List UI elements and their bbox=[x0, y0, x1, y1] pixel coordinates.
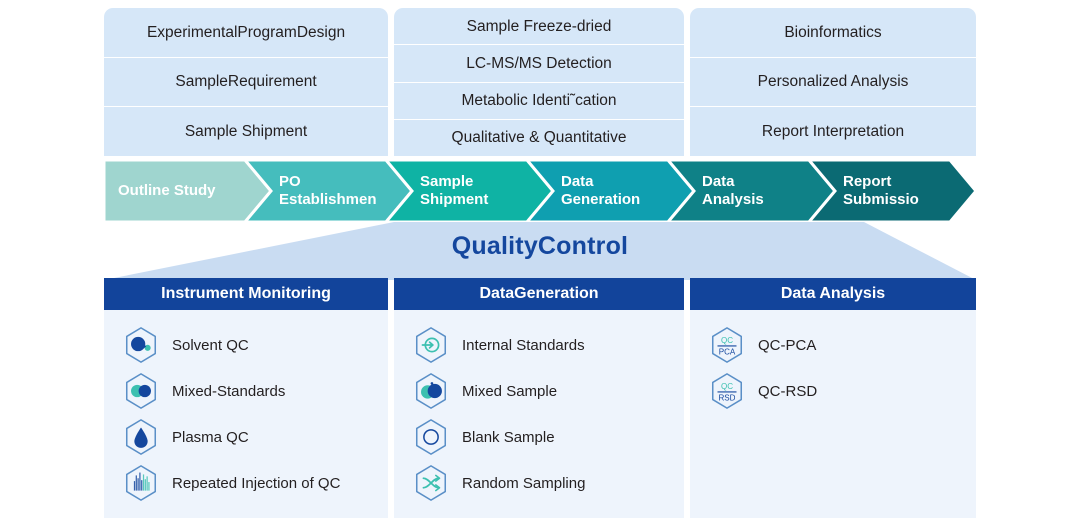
shuffle-arrows-icon bbox=[412, 464, 450, 502]
list-item: Repeated Injection of QC bbox=[122, 460, 388, 506]
chromatogram-bars-icon bbox=[122, 464, 160, 502]
process-step-label: Shipment bbox=[420, 191, 489, 208]
card-row: Personalized Analysis bbox=[690, 58, 976, 108]
arrow-into-circle-icon bbox=[412, 326, 450, 364]
process-step-label: Data bbox=[702, 172, 735, 190]
quality-control-title: QualityControl bbox=[451, 232, 629, 260]
process-step-shape bbox=[384, 160, 555, 222]
process-step-label: Submissio bbox=[843, 191, 919, 208]
qc-column-header: Instrument Monitoring bbox=[104, 278, 389, 310]
svg-text:QC: QC bbox=[721, 336, 733, 345]
process-step[interactable]: Outline Study bbox=[118, 160, 249, 222]
two-circles-icon bbox=[122, 372, 160, 410]
list-item: Internal Standards bbox=[412, 322, 684, 368]
process-step-label: Data bbox=[561, 172, 594, 190]
process-step-shape bbox=[525, 160, 696, 222]
card-row: Metabolic Identi˜cation bbox=[394, 83, 684, 120]
card-row: SampleRequirement bbox=[104, 58, 389, 108]
card-row: Sample Freeze-dried bbox=[394, 8, 684, 46]
svg-text:RSD: RSD bbox=[718, 394, 735, 403]
qc-item-label: Blank Sample bbox=[462, 428, 555, 446]
list-item: Plasma QC bbox=[122, 414, 388, 460]
qc-column-items: Internal Standards Mixed Sample Blank Sa… bbox=[394, 310, 684, 518]
qc-column-data-generation: DataGeneration Internal Standards Mixed … bbox=[394, 278, 684, 518]
overlapping-circles-icon bbox=[412, 372, 450, 410]
solvent-droplets-icon bbox=[122, 326, 160, 364]
qc-item-label: Mixed-Standards bbox=[172, 382, 286, 400]
list-item: Solvent QC bbox=[122, 322, 388, 368]
list-item: QC RSD QC-RSD bbox=[708, 368, 976, 414]
process-step-label: Establishmen bbox=[279, 191, 377, 208]
process-step-label: Analysis bbox=[702, 191, 764, 208]
card-row: Qualitative & Quantitative bbox=[451, 129, 627, 147]
qc-item-label: Repeated Injection of QC bbox=[172, 474, 341, 492]
process-step-shape bbox=[807, 160, 976, 222]
svg-text:QC: QC bbox=[721, 382, 733, 391]
quality-control-panel: Instrument Monitoring Solvent QC Mixed-S… bbox=[104, 278, 976, 518]
empty-circle-icon bbox=[412, 418, 450, 456]
process-step-label: Generation bbox=[561, 191, 641, 208]
qc-rsd-fraction-icon: QC RSD bbox=[708, 372, 746, 410]
process-step-label: Report bbox=[843, 172, 892, 190]
qc-column-instrument-monitoring: Instrument Monitoring Solvent QC Mixed-S… bbox=[104, 278, 389, 518]
droplet-icon bbox=[122, 418, 160, 456]
workflow-top-cards: ExperimentalProgramDesign SampleRequirem… bbox=[104, 8, 976, 156]
list-item: Mixed Sample bbox=[412, 368, 684, 414]
qc-item-label: Internal Standards bbox=[462, 336, 585, 354]
process-step-shape bbox=[243, 160, 414, 222]
qc-column-header: Data Analysis bbox=[690, 278, 976, 310]
list-item: Blank Sample bbox=[412, 414, 684, 460]
card-detection: Sample Freeze-dried LC-MS/MS Detection M… bbox=[394, 8, 684, 156]
qc-item-label: QC-RSD bbox=[758, 382, 818, 400]
process-step-shape bbox=[666, 160, 837, 222]
svg-text:PCA: PCA bbox=[719, 348, 736, 357]
process-step-label: Outline Study bbox=[118, 181, 216, 199]
card-row: Sample Shipment bbox=[184, 123, 308, 141]
card-analysis: Bioinformatics Personalized Analysis Rep… bbox=[690, 8, 976, 156]
card-experimental-design: ExperimentalProgramDesign SampleRequirem… bbox=[104, 8, 389, 156]
qc-column-items: QC PCA QC-PCA QC RSD QC-RSD bbox=[690, 310, 976, 518]
qc-column-items: Solvent QC Mixed-Standards Plasma QC Rep… bbox=[104, 310, 388, 518]
list-item: Random Sampling bbox=[412, 460, 684, 506]
qc-item-label: Random Sampling bbox=[462, 474, 586, 492]
process-step-label: PO bbox=[279, 172, 301, 190]
qc-item-label: Mixed Sample bbox=[462, 382, 558, 400]
list-item: Mixed-Standards bbox=[122, 368, 388, 414]
qc-item-label: QC-PCA bbox=[758, 336, 817, 354]
process-step-label: Sample bbox=[420, 172, 474, 190]
card-row: Bioinformatics bbox=[690, 8, 976, 58]
qc-pca-fraction-icon: QC PCA bbox=[708, 326, 746, 364]
card-row: Report Interpretation bbox=[761, 123, 905, 141]
card-row: ExperimentalProgramDesign bbox=[104, 8, 389, 58]
qc-item-label: Solvent QC bbox=[172, 336, 249, 354]
funnel-connector bbox=[104, 222, 976, 280]
qc-column-data-analysis: Data Analysis QC PCA QC-PCA QC RSD QC-RSD bbox=[690, 278, 976, 518]
list-item: QC PCA QC-PCA bbox=[708, 322, 976, 368]
card-row: LC-MS/MS Detection bbox=[394, 45, 684, 83]
qc-column-header: DataGeneration bbox=[394, 278, 684, 310]
qc-item-label: Plasma QC bbox=[172, 428, 249, 446]
